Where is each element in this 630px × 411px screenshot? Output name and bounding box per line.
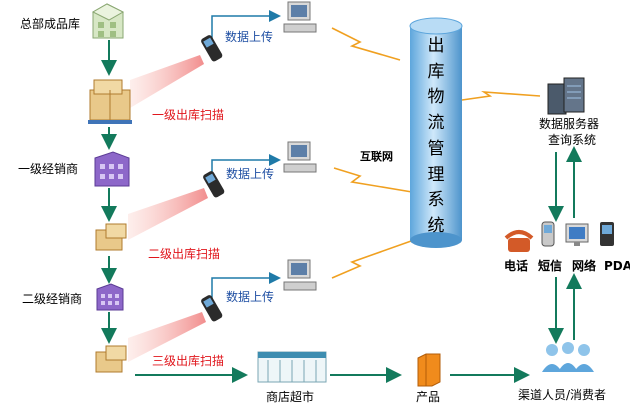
scan-label-level3: 三级出库扫描 bbox=[152, 354, 225, 368]
mobile-phone-icon bbox=[541, 221, 555, 247]
upload-label-1: 数据上传 bbox=[225, 30, 274, 44]
scan-label-level1: 一级出库扫描 bbox=[152, 108, 225, 122]
right-arrows bbox=[548, 146, 582, 344]
scan-beam-3 bbox=[128, 312, 206, 362]
central-char: 库 bbox=[427, 61, 445, 82]
upload-label-2: 数据上传 bbox=[226, 167, 275, 181]
central-char: 统 bbox=[427, 215, 445, 236]
central-system-cylinder bbox=[409, 17, 463, 248]
level2-dealer-label: 二级经销商 bbox=[22, 292, 83, 306]
telephone-icon bbox=[504, 230, 534, 252]
handheld-scanner-icon-3 bbox=[201, 295, 223, 322]
server-icon bbox=[547, 77, 585, 115]
computer-icon-1 bbox=[283, 1, 317, 33]
internet-label: 互联网 bbox=[360, 150, 393, 163]
upload-arrows bbox=[211, 10, 281, 302]
scan-label-level2: 二级出库扫描 bbox=[148, 247, 221, 261]
product-box-icon bbox=[417, 353, 441, 387]
channel-web-label: 网络 bbox=[572, 259, 597, 273]
central-char: 系 bbox=[427, 190, 445, 211]
dealer-building-icon-1 bbox=[94, 151, 130, 187]
db-server-label: 数据服务器 bbox=[539, 117, 600, 131]
consumers-label: 渠道人员/消费者 bbox=[518, 388, 607, 402]
central-char: 管 bbox=[427, 138, 445, 159]
scan-beam-2 bbox=[128, 188, 208, 240]
internet-links bbox=[331, 27, 541, 279]
channel-pda-label: PDA bbox=[604, 259, 630, 273]
pda-icon bbox=[600, 222, 614, 246]
pallet-boxes-icon bbox=[88, 79, 132, 124]
central-char: 出 bbox=[427, 36, 445, 56]
network-monitor-icon bbox=[565, 223, 589, 246]
boxes-icon-3 bbox=[95, 345, 127, 373]
shop-label: 商店超市 bbox=[266, 390, 315, 404]
central-char: 理 bbox=[427, 164, 445, 185]
warehouse-building-icon bbox=[91, 3, 125, 39]
product-label: 产品 bbox=[416, 390, 441, 404]
supermarket-icon bbox=[257, 351, 327, 383]
level1-dealer-label: 一级经销商 bbox=[18, 162, 79, 176]
handheld-scanner-icon-1 bbox=[201, 35, 223, 62]
central-system-label: 出 库 物 流 管 理 系 统 bbox=[416, 36, 456, 236]
dealer-building-icon-2 bbox=[96, 283, 124, 311]
consumers-icon bbox=[542, 342, 594, 372]
boxes-icon-2 bbox=[95, 223, 127, 251]
computer-icon-3 bbox=[283, 259, 317, 291]
central-char: 流 bbox=[427, 113, 445, 134]
hq-warehouse-label: 总部成品库 bbox=[20, 17, 81, 31]
computer-icon-2 bbox=[283, 141, 317, 173]
upload-label-3: 数据上传 bbox=[226, 290, 275, 304]
channel-sms-label: 短信 bbox=[538, 259, 563, 273]
central-char: 物 bbox=[427, 87, 445, 108]
handheld-scanner-icon-2 bbox=[203, 171, 225, 198]
scan-beam-1 bbox=[130, 55, 204, 108]
query-system-label: 查询系统 bbox=[548, 133, 597, 147]
scan-beams bbox=[128, 55, 208, 362]
channel-phone-label: 电话 bbox=[504, 259, 529, 273]
